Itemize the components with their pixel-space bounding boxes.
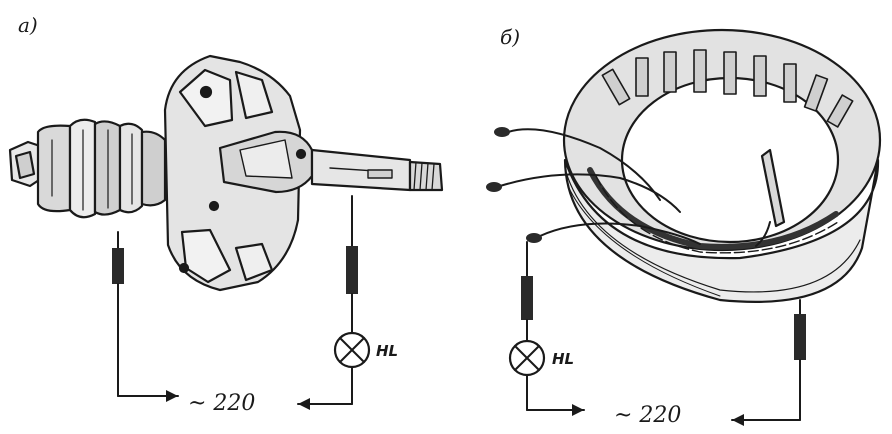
stator-leads [486,127,701,245]
test-probe-right [297,195,371,410]
lamp-icon [508,339,546,377]
panel-a: а) [8,13,444,416]
voltage-label-b: ~ 220 [614,403,681,428]
arrow-icon [166,390,178,402]
test-probe-icon [521,276,533,320]
test-probe-icon [346,246,358,294]
arrow-icon [298,398,310,410]
lamp-label-a: HL [376,342,398,360]
panel-b: б) [486,25,882,428]
arrow-icon [572,404,584,416]
lamp-label-b: HL [552,350,574,368]
test-probe-icon [112,248,124,284]
lamp-icon [333,331,371,369]
test-probe-left [112,231,179,402]
panel-b-label: б) [500,25,520,49]
test-probe-icon [794,314,806,360]
rotor-illustration [8,54,444,292]
voltage-label-a: ~ 220 [188,391,255,416]
arrow-icon [732,414,744,426]
test-probe-stator-right [731,299,806,426]
stator-illustration [562,28,882,303]
panel-a-label: а) [18,13,38,37]
test-probe-stator-left [508,241,585,416]
